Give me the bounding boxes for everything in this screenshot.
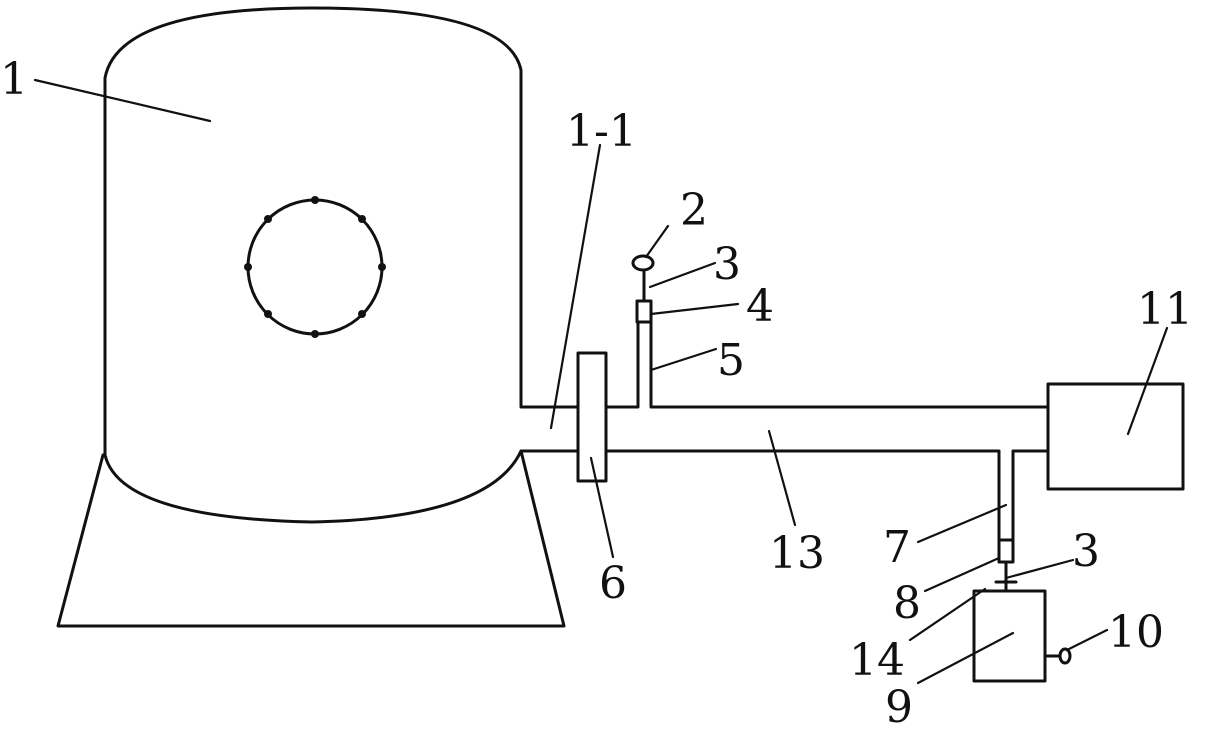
- labels: 1 1-1 2 3 4 5 6 13 11 7 8 3 14 9 10: [0, 54, 1193, 733]
- label-7: 7: [883, 522, 911, 573]
- tank-support: [56, 449, 566, 628]
- label-6: 6: [599, 558, 627, 609]
- leader-5: [649, 347, 718, 372]
- label-8: 8: [893, 578, 921, 629]
- manhole-bolt: [264, 310, 272, 318]
- upper-fitting: [631, 254, 655, 324]
- manhole-bolt: [358, 310, 366, 318]
- leader-8: [923, 556, 1001, 593]
- label-11: 11: [1137, 284, 1193, 335]
- lower-fitting: [972, 538, 1072, 683]
- manhole-bolt: [311, 330, 319, 338]
- leader-1: [33, 78, 212, 123]
- manhole: [244, 196, 386, 338]
- label-3-upper: 3: [713, 239, 741, 290]
- leader-1-1: [549, 143, 602, 430]
- leader-2: [644, 224, 670, 259]
- valve-body: [635, 299, 653, 324]
- tank-body: [103, 6, 580, 524]
- flange: [576, 351, 608, 483]
- label-4: 4: [746, 281, 774, 332]
- lower-valve: [997, 538, 1015, 564]
- leader-14: [908, 587, 987, 642]
- label-13: 13: [769, 528, 825, 579]
- label-9: 9: [885, 682, 913, 730]
- manhole-bolt: [311, 196, 319, 204]
- label-2: 2: [680, 185, 708, 236]
- leader-3-upper: [648, 261, 717, 289]
- label-1-1: 1-1: [566, 106, 637, 157]
- leader-13: [767, 429, 797, 527]
- end-box: [1046, 382, 1185, 491]
- leader-11: [1126, 326, 1169, 436]
- label-10: 10: [1108, 607, 1164, 658]
- manhole-bolt: [358, 215, 366, 223]
- leader-9: [916, 631, 1015, 685]
- leader-3-lower: [1004, 558, 1075, 580]
- container: [972, 589, 1047, 683]
- label-1: 1: [0, 54, 28, 105]
- manhole-bolt: [244, 263, 252, 271]
- label-3-lower: 3: [1072, 526, 1100, 577]
- leader-lines: [33, 78, 1169, 685]
- manhole-bolt: [378, 263, 386, 271]
- pressure-gauge: [631, 254, 655, 272]
- leader-4: [649, 302, 740, 316]
- manhole-bolt: [264, 215, 272, 223]
- leader-10: [1065, 628, 1109, 652]
- drain-valve: [1058, 647, 1072, 665]
- main-pipe: [604, 320, 1050, 542]
- tank: [56, 6, 580, 628]
- label-5: 5: [717, 335, 745, 386]
- label-14: 14: [849, 635, 905, 686]
- leader-7: [916, 503, 1008, 544]
- leader-6: [589, 456, 615, 559]
